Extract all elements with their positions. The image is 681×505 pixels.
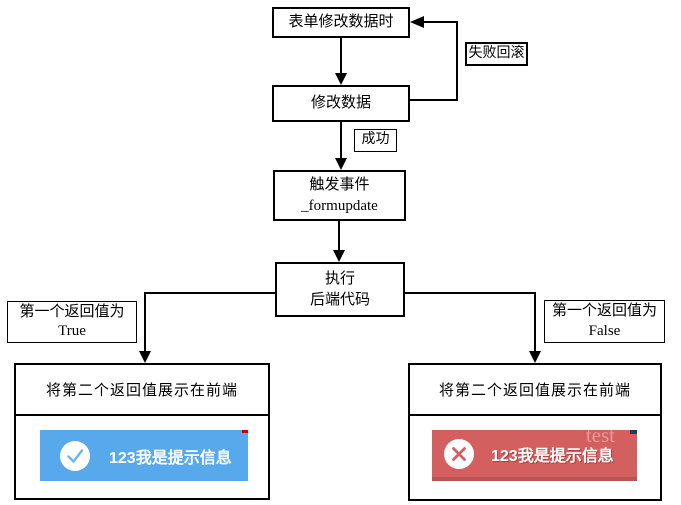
result-box-true: 将第二个返回值展示在前端 123我是提示信息	[14, 363, 270, 500]
connector-rollback-vertical	[456, 21, 458, 101]
node-modify-data-label: 修改数据	[310, 95, 371, 112]
success-toast-message: 123我是提示信息	[109, 449, 232, 467]
error-toast: 123我是提示信息 test	[432, 430, 637, 481]
arrowhead-down-icon	[333, 250, 345, 262]
check-icon	[60, 440, 90, 471]
arrowhead-down-icon	[335, 73, 347, 85]
connector-form-to-modify	[340, 38, 342, 75]
result-true-body: 123我是提示信息	[16, 416, 268, 498]
connector-false-vertical	[534, 292, 536, 352]
connector-true-vertical	[144, 292, 146, 352]
result-false-body: 123我是提示信息 test	[410, 416, 660, 499]
branch-label-true: 第一个返回值为 True	[7, 301, 137, 343]
node-form-edit-label: 表单修改数据时	[288, 14, 394, 31]
branch-label-false-line1: 第一个返回值为	[551, 303, 657, 319]
connector-trigger-to-execute	[338, 221, 340, 252]
arrowhead-left-icon	[410, 16, 424, 28]
artifact-mark	[242, 430, 248, 433]
connector-rollback-top	[424, 21, 458, 23]
connector-rollback-bottom	[410, 99, 458, 101]
arrowhead-down-icon	[139, 351, 151, 363]
close-icon	[444, 438, 474, 469]
success-toast: 123我是提示信息	[40, 430, 248, 481]
connector-true-horizontal	[145, 292, 275, 294]
branch-label-true-line2: True	[58, 323, 86, 339]
result-box-false: 将第二个返回值展示在前端 123我是提示信息 test	[408, 363, 662, 501]
node-form-edit: 表单修改数据时	[272, 7, 410, 38]
result-true-title: 将第二个返回值展示在前端	[16, 365, 268, 416]
edge-label-rollback-text: 失败回滚	[468, 45, 525, 61]
node-trigger-event: 触发事件 _formupdate	[273, 170, 406, 221]
node-execute-backend: 执行 后端代码	[275, 262, 405, 317]
result-false-title: 将第二个返回值展示在前端	[410, 365, 660, 416]
node-trigger-event-label-line1: 触发事件	[309, 177, 370, 194]
edge-label-success: 成功	[354, 129, 397, 152]
branch-label-false: 第一个返回值为 False	[544, 300, 665, 343]
node-execute-backend-label-line1: 执行	[324, 271, 355, 288]
arrowhead-down-icon	[529, 351, 541, 363]
connector-false-horizontal	[405, 292, 536, 294]
branch-label-true-line1: 第一个返回值为	[19, 303, 125, 320]
node-trigger-event-label-line2: _formupdate	[301, 197, 378, 214]
branch-label-false-line2: False	[588, 322, 621, 339]
edge-label-success-text: 成功	[361, 132, 390, 148]
error-toast-message: 123我是提示信息	[491, 447, 614, 465]
node-execute-backend-label-line2: 后端代码	[309, 291, 370, 308]
connector-modify-to-trigger	[340, 122, 342, 160]
arrowhead-down-icon	[335, 158, 347, 170]
artifact-mark	[630, 430, 637, 434]
edge-label-rollback: 失败回滚	[465, 42, 528, 66]
node-modify-data: 修改数据	[272, 85, 410, 122]
